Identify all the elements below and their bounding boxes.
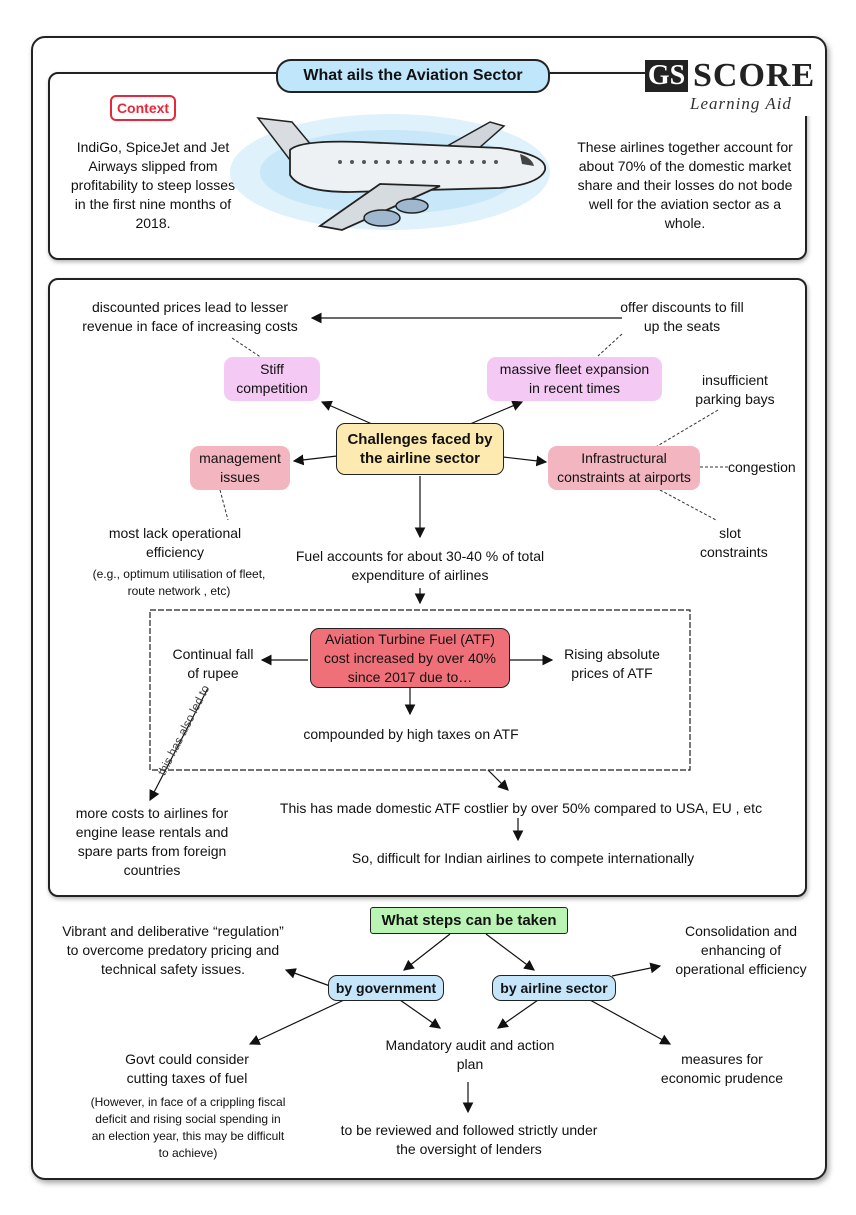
atf-text: Aviation Turbine Fuel (ATF) cost increas… (324, 630, 496, 685)
infrastructure-text: Infrastructural constraints at airports (557, 450, 691, 485)
compete-text: So, difficult for Indian airlines to com… (351, 850, 695, 866)
audit-text: Mandatory audit and action plan (385, 1037, 555, 1072)
stiff-competition-text: Stiff competition (236, 361, 308, 396)
challenges-center-box: Challenges faced by the airline sector (336, 423, 504, 475)
management-box: management issues (190, 446, 290, 490)
challenges-center-text: Challenges faced by the airline sector (347, 431, 493, 467)
cut-taxes-text: Govt could consider cutting taxes of fue… (125, 1051, 249, 1086)
offer-discounts-text: offer discounts to fill up the seats (620, 299, 744, 334)
context-badge-text: Context (116, 100, 170, 116)
discounted-prices-text: discounted prices lead to lesser revenue… (82, 299, 298, 334)
more-costs-text: more costs to airlines for engine lease … (75, 805, 229, 878)
context-left-text: IndiGo, SpiceJet and Jet Airways slipped… (70, 139, 236, 231)
logo-score: SCORE (693, 57, 816, 94)
page-title: What ails the Aviation Sector (276, 59, 550, 93)
consolidation-text: Consolidation and enhancing of operation… (675, 923, 807, 977)
gs-score-logo: GS SCORE Learning Aid (645, 58, 815, 116)
logo-gs: GS (645, 60, 688, 92)
outer-frame (31, 36, 827, 1180)
lack-efficiency-example: (e.g., optimum utilisation of fleet, rou… (92, 567, 266, 598)
atf-box: Aviation Turbine Fuel (ATF) cost increas… (310, 628, 510, 688)
context-right-text: These airlines together account for abou… (577, 139, 793, 231)
by-government-text: by government (335, 979, 437, 996)
infrastructure-box: Infrastructural constraints at airports (548, 446, 700, 490)
lack-efficiency-text: most lack operational efficiency (108, 525, 242, 560)
fleet-expansion-box: massive fleet expansion in recent times (487, 357, 662, 401)
cut-taxes-note: (However, in face of a crippling fiscal … (90, 1095, 286, 1160)
fuel-share-text: Fuel accounts for about 30-40 % of total… (295, 548, 545, 583)
steps-title-box: What steps can be taken (370, 907, 568, 934)
stiff-competition-box: Stiff competition (224, 357, 320, 401)
rising-prices-text: Rising absolute prices of ATF (564, 646, 660, 681)
regulation-text: Vibrant and deliberative “regulation” to… (62, 923, 284, 977)
management-text: management issues (199, 450, 281, 485)
fleet-expansion-text: massive fleet expansion in recent times (499, 361, 650, 396)
context-badge: Context (110, 95, 176, 121)
by-airline-box: by airline sector (492, 975, 616, 1001)
congestion-text: congestion (728, 459, 796, 475)
parking-text: insufficient parking bays (695, 372, 775, 407)
page-title-text: What ails the Aviation Sector (303, 67, 523, 84)
reviewed-text: to be reviewed and followed strictly und… (340, 1122, 598, 1157)
costlier-text: This has made domestic ATF costlier by o… (279, 800, 763, 816)
by-airline-text: by airline sector (500, 979, 608, 996)
prudence-text: measures for economic prudence (660, 1051, 784, 1086)
by-government-box: by government (328, 975, 444, 1001)
taxes-text: compounded by high taxes on ATF (303, 726, 519, 742)
rupee-text: Continual fall of rupee (172, 646, 254, 681)
steps-title-text: What steps can be taken (381, 912, 557, 929)
slot-text: slot constraints (700, 525, 768, 560)
logo-tagline: Learning Aid (690, 94, 792, 113)
